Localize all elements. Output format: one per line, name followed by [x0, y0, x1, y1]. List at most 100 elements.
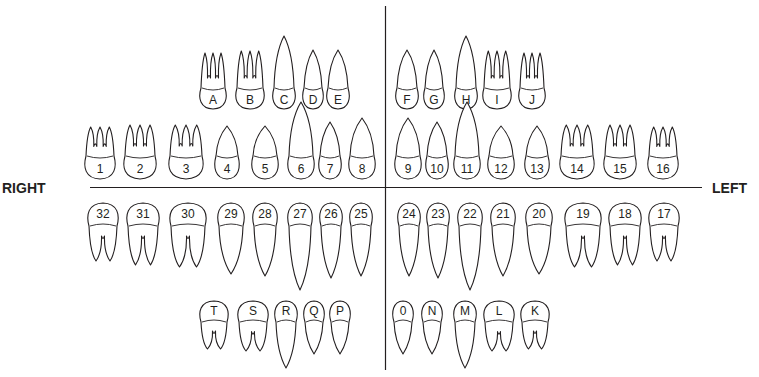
tooth: 15 [603, 122, 637, 180]
tooth: 0 [392, 300, 414, 356]
tooth-label: I [495, 94, 498, 106]
tooth-label: T [210, 305, 217, 317]
tooth-label: 0 [400, 305, 407, 317]
crown-area: D [302, 90, 324, 109]
tooth-shape [393, 301, 414, 354]
tooth: 18 [608, 202, 642, 268]
tooth-shape [454, 102, 480, 179]
tooth-label: 19 [576, 208, 589, 220]
tooth-label: 13 [530, 163, 543, 175]
tooth-label: 10 [430, 163, 443, 175]
horizontal-midline [90, 187, 702, 188]
tooth: D [302, 48, 324, 110]
crown-area: 6 [287, 158, 315, 179]
cervical-line [322, 224, 340, 226]
tooth-shape [320, 203, 343, 278]
tooth-label: 16 [656, 163, 669, 175]
crown-area: 4 [214, 158, 240, 179]
crown-area: 5 [251, 158, 279, 179]
tooth-label: 18 [618, 208, 631, 220]
tooth-shape [454, 301, 477, 368]
crown-area: 19 [564, 203, 602, 224]
cervical-line [220, 224, 242, 226]
tooth-label: S [249, 305, 257, 317]
tooth-label: 6 [298, 163, 305, 175]
tooth-shape [236, 51, 264, 109]
cervical-line [171, 156, 201, 158]
crown-area: E [326, 90, 350, 109]
tooth: A [199, 50, 227, 110]
tooth-shape [303, 50, 324, 109]
tooth: K [520, 300, 550, 352]
crown-area: 32 [87, 203, 119, 224]
tooth-label: D [309, 94, 318, 106]
tooth: F [395, 48, 419, 110]
tooth-label: F [403, 94, 410, 106]
cervical-line [527, 156, 547, 158]
crown-area: 12 [487, 158, 515, 179]
cervical-line [562, 156, 592, 158]
cervical-line [351, 156, 373, 158]
tooth-shape [218, 203, 244, 274]
crown-area: Q [303, 301, 325, 320]
tooth: C [272, 34, 296, 110]
cervical-line [306, 320, 322, 322]
tooth: 13 [524, 124, 550, 180]
tooth-label: 14 [570, 163, 583, 175]
tooth: 3 [168, 122, 204, 180]
cervical-line [277, 320, 295, 322]
tooth-label: J [529, 94, 535, 106]
tooth-label: B [246, 94, 254, 106]
tooth: 8 [348, 116, 376, 180]
tooth-label: 32 [96, 208, 109, 220]
cervical-line [90, 224, 116, 226]
cervical-line [126, 156, 154, 158]
cervical-line [456, 320, 474, 322]
tooth-shape [200, 301, 228, 349]
tooth-shape [604, 125, 636, 179]
tooth: 10 [425, 120, 449, 180]
cervical-line [493, 224, 513, 226]
tooth-label: C [280, 94, 289, 106]
tooth-label: 21 [496, 208, 509, 220]
tooth: N [421, 300, 443, 356]
tooth-label: 26 [324, 208, 337, 220]
crown-area: 3 [168, 158, 204, 179]
tooth: S [237, 300, 269, 354]
tooth-shape [85, 127, 115, 179]
tooth-label: E [334, 94, 342, 106]
cervical-line [172, 224, 204, 226]
tooth-shape [288, 203, 312, 290]
tooth-shape [273, 36, 296, 109]
crown-area: A [199, 90, 227, 109]
tooth-label: P [336, 305, 344, 317]
tooth: G [423, 48, 445, 110]
crown-area: S [237, 301, 269, 320]
tooth-label: R [282, 305, 291, 317]
side-label: RIGHT [2, 181, 46, 195]
tooth: T [199, 300, 229, 352]
tooth-shape [560, 125, 594, 179]
tooth: 32 [87, 202, 119, 264]
tooth-label: 24 [402, 208, 415, 220]
tooth-shape [424, 50, 445, 109]
tooth: 30 [169, 202, 207, 270]
tooth-shape [521, 301, 549, 349]
tooth-shape [238, 301, 268, 351]
tooth: 17 [648, 202, 680, 264]
crown-area: 18 [608, 203, 642, 224]
tooth-shape [127, 203, 159, 265]
tooth: 6 [287, 100, 315, 180]
tooth-label: 8 [359, 163, 366, 175]
tooth-label: N [428, 305, 437, 317]
cervical-line [611, 224, 639, 226]
cervical-line [290, 224, 310, 226]
tooth: 21 [490, 202, 516, 278]
tooth-label: 23 [431, 208, 444, 220]
tooth: 28 [252, 202, 278, 278]
cervical-line [650, 156, 676, 158]
crown-area: 28 [252, 203, 278, 224]
crown-area: 22 [457, 203, 483, 224]
cervical-line [332, 320, 348, 322]
